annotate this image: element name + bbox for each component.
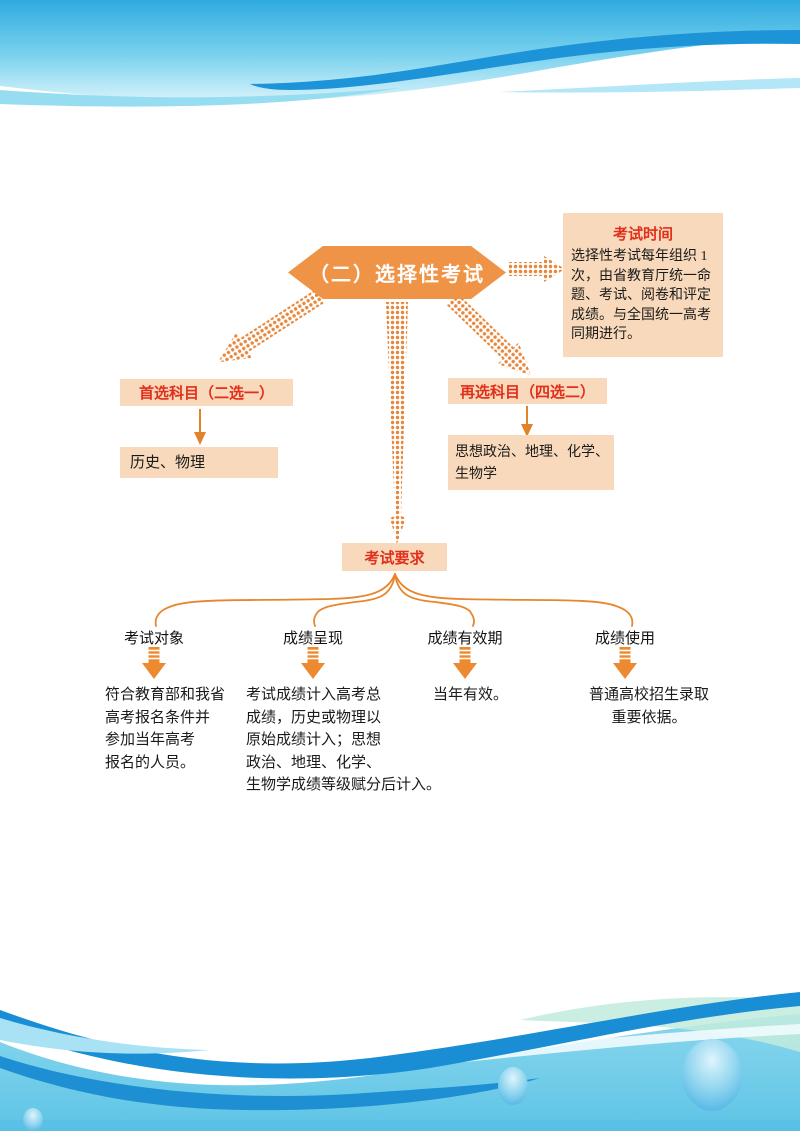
arrow-down-icon [521,406,533,437]
arrow-down-right-icon [446,293,532,376]
requirements-box: 考试要求 [342,543,447,571]
exam-time-box: 考试时间 选择性考试每年组织 1 次，由省教育厅统一命 题、考试、阅卷和评定 成… [563,213,723,357]
first-subject-options-box: 历史、物理 [120,447,278,478]
bubble-large [682,1039,742,1111]
arrow-right-icon [508,256,565,282]
second-subject-box: 再选科目（四选二） [448,378,607,404]
root-node-label: （二）选择性考试 [309,264,485,286]
ribbon-arrow-icon [141,646,167,680]
root-node: （二）选择性考试 [288,246,506,299]
second-subject-title: 再选科目（四选二） [459,383,595,401]
arrow-down-taper-icon [386,302,408,544]
branch-desc-exam-target: 符合教育部和我省 高考报名条件并 参加当年高考 报名的人员。 [105,687,226,771]
brace-connector [154,573,634,627]
footer-wave-decoration [0,992,800,1131]
first-subject-box: 首选科目（二选一） [120,379,293,406]
branch-label-exam-target: 考试对象 [123,631,184,647]
bubble-small [23,1108,43,1131]
second-subject-options: 思想政治、地理、化学、 生物学 [455,445,609,482]
branch-desc-score-validity: 当年有效。 [433,687,509,703]
header-wave-decoration [0,0,800,107]
first-subject-title: 首选科目（二选一） [138,385,274,402]
first-subject-options: 历史、物理 [130,455,206,471]
bubble-medium [498,1067,528,1105]
arrow-down-icon [194,409,206,445]
requirements-title: 考试要求 [364,549,425,567]
ribbon-arrow-icon [300,646,326,680]
branch-label-score-validity: 成绩有效期 [427,631,503,647]
second-subject-options-box: 思想政治、地理、化学、 生物学 [448,435,614,490]
arrow-down-left-icon [217,289,325,363]
ribbon-arrow-icon [612,646,638,680]
exam-time-title: 考试时间 [612,226,673,243]
branch-desc-score-presentation: 考试成绩计入高考总 成绩，历史或物理以 原始成绩计入；思想 政治、地理、化学、 … [246,687,442,793]
exam-time-body: 选择性考试每年组织 1 次，由省教育厅统一命 题、考试、阅卷和评定 成绩。与全国… [571,249,711,343]
ribbon-arrow-icon [452,646,478,680]
branch-label-score-presentation: 成绩呈现 [282,631,343,647]
branch-desc-score-usage: 普通高校招生录取 重要依据。 [588,687,709,726]
branch-label-score-usage: 成绩使用 [594,631,655,647]
